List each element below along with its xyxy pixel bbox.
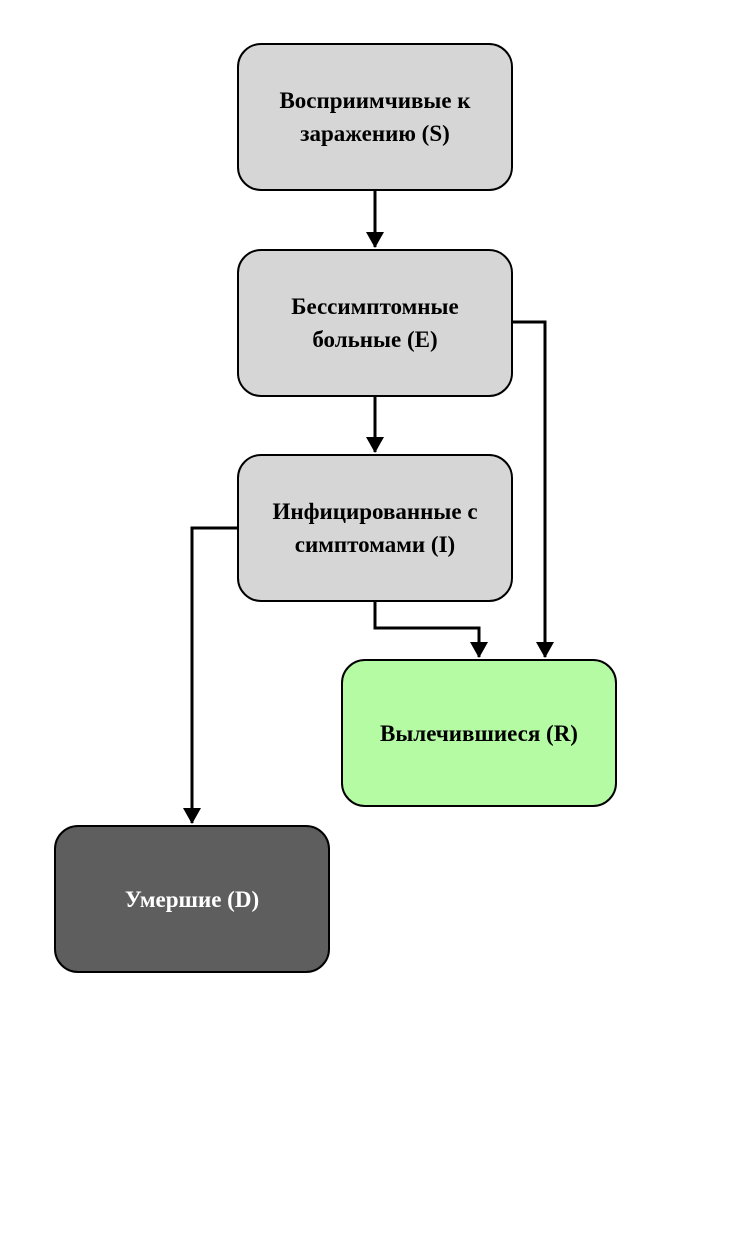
node-dead: Умершие (D) bbox=[54, 825, 330, 973]
node-recovered: Вылечившиеся (R) bbox=[341, 659, 617, 807]
arrowhead-i bbox=[366, 437, 384, 453]
edge-e-to-r bbox=[513, 320, 547, 657]
node-infected-label: Инфицированные с симптомами (I) bbox=[272, 499, 478, 557]
node-susceptible: Восприимчивые к заражению (S) bbox=[237, 43, 513, 191]
edge-i-to-d bbox=[190, 526, 237, 823]
arrowhead-e bbox=[366, 232, 384, 248]
node-infected: Инфицированные с симптомами (I) bbox=[237, 454, 513, 602]
arrowhead-r-left bbox=[470, 642, 488, 658]
node-dead-label: Умершие (D) bbox=[124, 886, 260, 912]
edge-i-to-r bbox=[373, 602, 481, 657]
node-exposed-label: Бессимптомные больные (E) bbox=[291, 294, 459, 352]
arrowhead-d bbox=[183, 808, 201, 824]
node-exposed: Бессимптомные больные (E) bbox=[237, 249, 513, 397]
node-recovered-label: Вылечившиеся (R) bbox=[380, 720, 578, 746]
node-susceptible-label: Восприимчивые к заражению (S) bbox=[279, 88, 471, 146]
arrowhead-r-right bbox=[536, 642, 554, 658]
